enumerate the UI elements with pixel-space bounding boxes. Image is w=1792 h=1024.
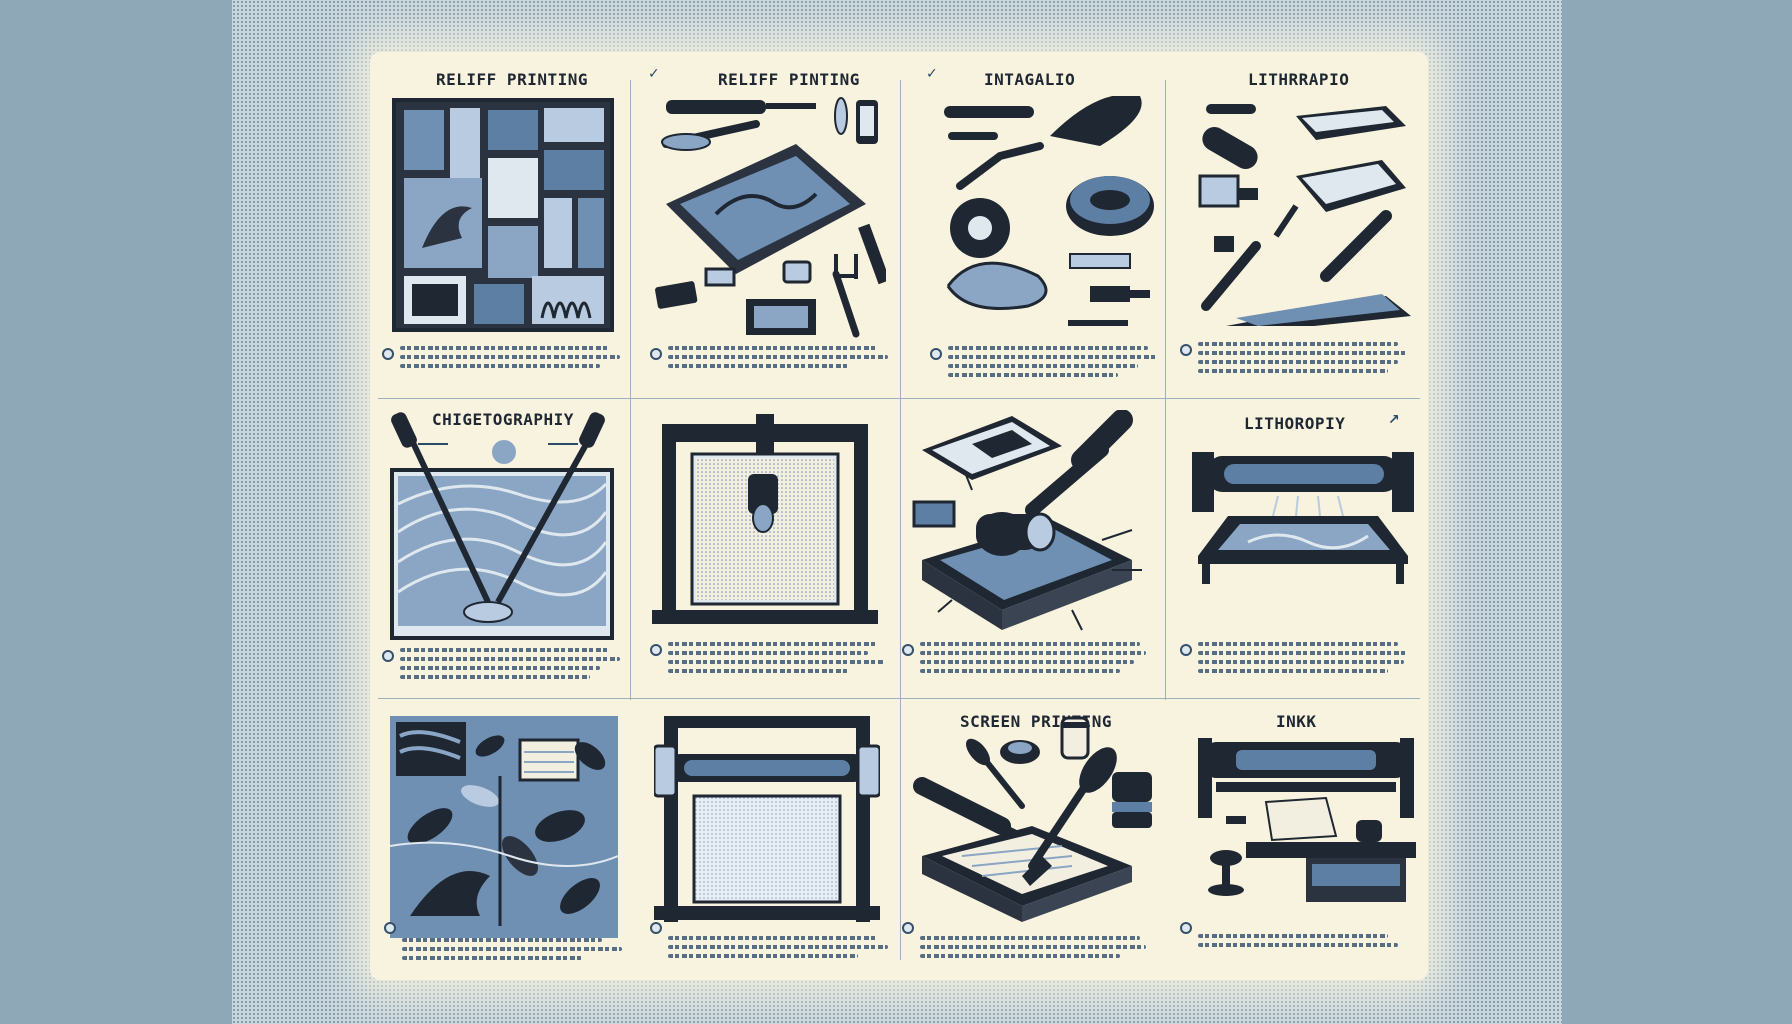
panel-title-lithoropiy: LITHOROPIY — [1244, 414, 1346, 433]
panel-title-intaglio: INTAGALIO — [984, 70, 1076, 89]
panel-title-lithography: LITHRRAPIO — [1248, 70, 1350, 89]
grid-divider-col2 — [900, 80, 901, 960]
grid-divider-row2 — [378, 698, 1420, 699]
intaglio-tools-illustration — [944, 96, 1154, 326]
relief-woodblock-illustration — [392, 98, 614, 332]
check-mark-icon: ✓ — [926, 66, 938, 82]
intaglio-roller-illustration — [912, 410, 1142, 631]
caption-text-block — [668, 346, 888, 368]
screen-frame-illustration — [652, 414, 878, 624]
screen-printing-tools-illustration — [913, 716, 1152, 922]
carving-plate-illustration — [390, 412, 614, 640]
caption-bullet-icon — [382, 348, 394, 360]
caption-text-block — [668, 642, 884, 673]
ink-roller-press-illustration — [1198, 738, 1416, 902]
caption-bullet-icon — [1180, 922, 1192, 934]
relief-tools-illustration — [655, 97, 886, 338]
lithography-tools-illustration — [1198, 104, 1411, 326]
caption-bullet-icon — [384, 922, 396, 934]
caption-bullet-icon — [902, 644, 914, 656]
caption-bullet-icon — [930, 348, 942, 360]
caption-bullet-icon — [650, 922, 662, 934]
caption-text-block — [402, 938, 622, 960]
check-mark-icon: ↗ — [1388, 412, 1400, 428]
relief-print-collage-illustration — [390, 716, 618, 938]
caption-text-block — [948, 346, 1158, 377]
caption-bullet-icon — [1180, 644, 1192, 656]
caption-bullet-icon — [1180, 344, 1192, 356]
grid-divider-col3 — [1165, 80, 1166, 700]
grid-divider-row1 — [378, 398, 1420, 399]
lithography-press-illustration — [1192, 452, 1414, 584]
caption-text-block — [1198, 934, 1398, 947]
grid-divider-col1 — [630, 80, 631, 700]
caption-text-block — [400, 648, 620, 679]
caption-bullet-icon — [650, 644, 662, 656]
panel-title-ink: INKK — [1276, 712, 1317, 731]
panel-title-relief-printing-1: RELIFF PRINTING — [436, 70, 588, 89]
screen-printing-press-illustration — [654, 716, 880, 922]
panel-title-chigetography: CHIGETOGRAPHIY — [432, 410, 574, 429]
check-mark-icon: ✓ — [648, 66, 660, 82]
panel-title-relief-printing-2: RELIFF PINTING — [718, 70, 860, 89]
caption-text-block — [400, 346, 620, 368]
caption-text-block — [1198, 342, 1408, 373]
caption-text-block — [1198, 642, 1408, 673]
caption-text-block — [920, 936, 1146, 958]
caption-bullet-icon — [902, 922, 914, 934]
caption-text-block — [920, 642, 1146, 673]
caption-text-block — [668, 936, 888, 958]
caption-bullet-icon — [650, 348, 662, 360]
caption-bullet-icon — [382, 650, 394, 662]
